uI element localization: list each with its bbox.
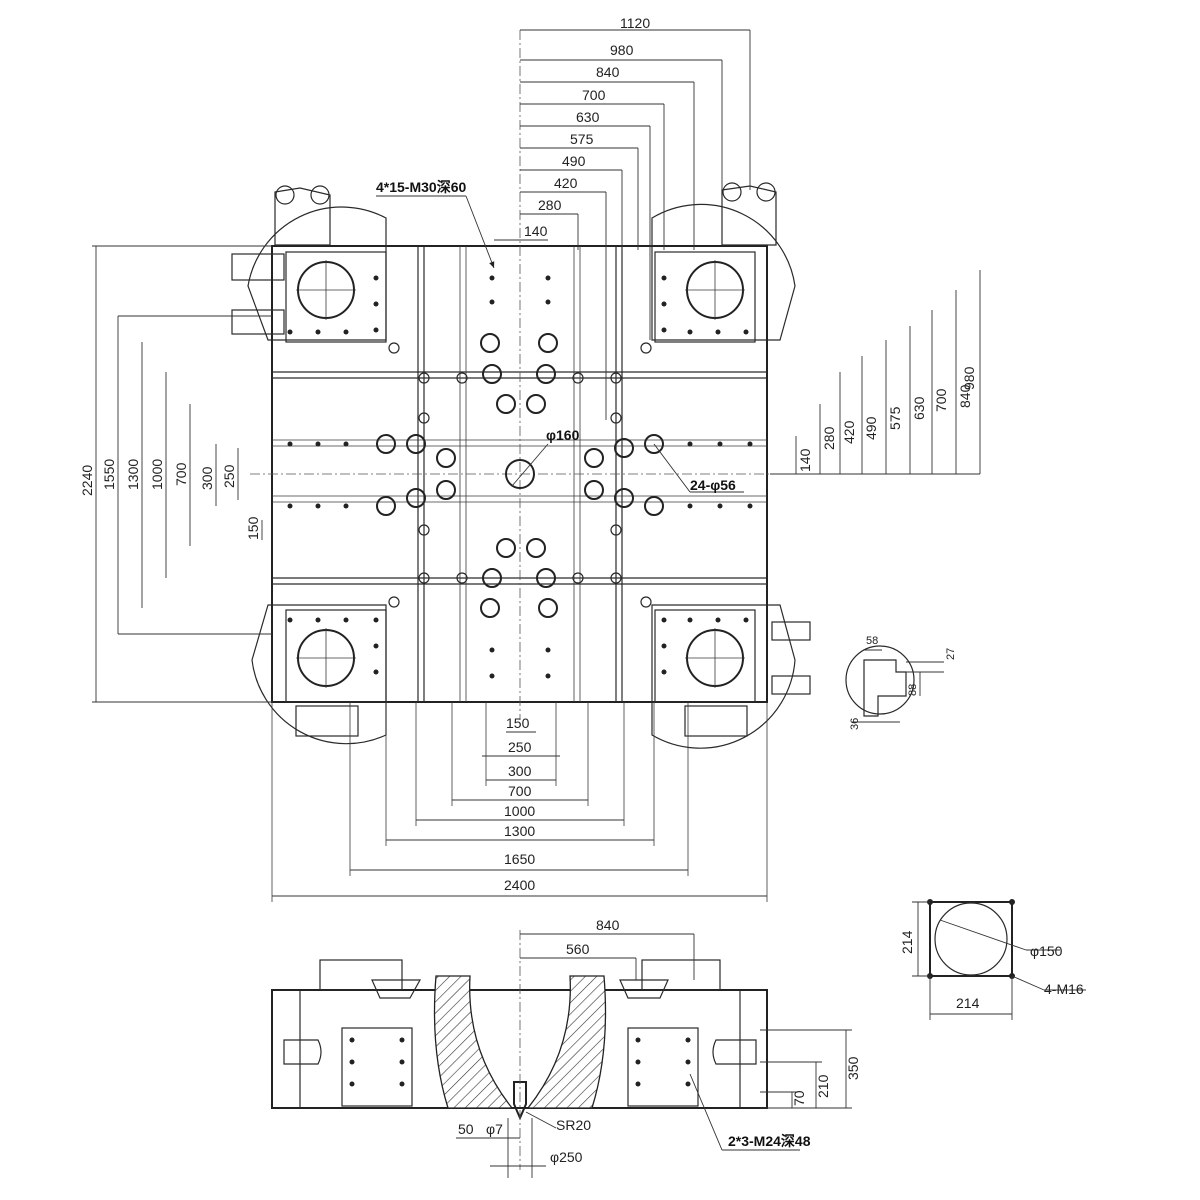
corner-boss-tl <box>231 185 387 343</box>
svg-text:φ150: φ150 <box>1030 943 1063 959</box>
svg-text:1300: 1300 <box>125 459 141 490</box>
dim-630: 630 <box>576 109 600 125</box>
section-hatch-left <box>433 975 514 1109</box>
svg-text:140: 140 <box>797 448 813 472</box>
dim-980: 980 <box>610 42 634 58</box>
svg-text:280: 280 <box>821 426 837 450</box>
svg-text:1300: 1300 <box>504 823 535 839</box>
svg-text:1000: 1000 <box>149 459 165 490</box>
svg-text:840: 840 <box>957 384 973 408</box>
plate-detail: 214 214 φ150 4-M16 <box>899 899 1086 1020</box>
svg-text:4-M16: 4-M16 <box>1044 981 1084 997</box>
svg-text:φ250: φ250 <box>550 1149 583 1165</box>
svg-text:88: 88 <box>907 684 919 696</box>
callout-thread-top: 4*15-M30深60 <box>376 179 495 269</box>
corner-boss-tr <box>651 182 796 343</box>
svg-text:700: 700 <box>933 388 949 412</box>
svg-text:2240: 2240 <box>79 465 95 496</box>
locating-pins <box>388 342 652 608</box>
svg-text:300: 300 <box>199 466 215 490</box>
center-bore <box>505 459 535 489</box>
svg-text:1000: 1000 <box>504 803 535 819</box>
corner-boss-bl <box>251 604 387 745</box>
dim-575: 575 <box>570 131 594 147</box>
nozzle <box>513 1081 527 1121</box>
svg-text:1650: 1650 <box>504 851 535 867</box>
svg-text:50: 50 <box>458 1121 474 1137</box>
svg-text:250: 250 <box>221 464 237 488</box>
corner-boss-br <box>651 604 811 749</box>
mounting-holes-56 <box>376 333 664 618</box>
callout-center: φ160 <box>511 427 580 487</box>
svg-text:24-φ56: 24-φ56 <box>690 477 736 493</box>
top-view-platen <box>231 30 811 749</box>
bottom-dimension-stack: 150 250 300 700 1000 1300 1650 2400 <box>271 702 768 902</box>
dim-840: 840 <box>596 64 620 80</box>
tapped-holes <box>287 275 753 679</box>
svg-text:250: 250 <box>508 739 532 755</box>
svg-text:700: 700 <box>508 783 532 799</box>
svg-text:980: 980 <box>961 366 977 390</box>
top-dimension-stack: 1120 980 840 700 630 575 490 420 280 140 <box>494 15 751 420</box>
svg-text:420: 420 <box>841 420 857 444</box>
svg-text:210: 210 <box>815 1074 831 1098</box>
svg-text:350: 350 <box>845 1056 861 1080</box>
right-dimension-stack: 140 280 420 490 575 630 700 840 980 <box>770 270 981 475</box>
section-hatch-right <box>526 975 607 1109</box>
svg-text:630: 630 <box>911 396 927 420</box>
svg-text:SR20: SR20 <box>556 1117 591 1133</box>
svg-text:58: 58 <box>866 635 878 647</box>
dim-1120: 1120 <box>620 15 650 31</box>
dim-490: 490 <box>562 153 586 169</box>
svg-text:27: 27 <box>945 648 957 660</box>
svg-text:214: 214 <box>899 930 915 954</box>
key-detail: 58 27 88 36 <box>845 635 957 730</box>
svg-text:700: 700 <box>173 462 189 486</box>
dim-140: 140 <box>524 223 548 239</box>
left-dimension-stack: 2240 1550 1300 1000 700 300 250 150 <box>79 245 272 703</box>
svg-text:490: 490 <box>863 416 879 440</box>
svg-text:φ160: φ160 <box>546 427 580 443</box>
svg-text:214: 214 <box>956 995 980 1011</box>
dim-420: 420 <box>554 175 578 191</box>
svg-text:4*15-M30深60: 4*15-M30深60 <box>376 179 466 195</box>
side-view-dims: 840 560 350 210 70 50 φ7 SR20 φ250 2*3-M… <box>456 917 861 1178</box>
svg-text:2*3-M24深48: 2*3-M24深48 <box>728 1133 811 1149</box>
callout-holes: 24-φ56 <box>653 443 744 493</box>
svg-text:150: 150 <box>245 516 261 540</box>
svg-text:840: 840 <box>596 917 620 933</box>
svg-text:575: 575 <box>887 406 903 430</box>
side-view <box>271 930 768 1170</box>
svg-text:36: 36 <box>849 718 861 730</box>
svg-text:150: 150 <box>506 715 530 731</box>
svg-text:2400: 2400 <box>504 877 535 893</box>
dim-700: 700 <box>582 87 606 103</box>
svg-text:560: 560 <box>566 941 590 957</box>
dim-280: 280 <box>538 197 562 213</box>
svg-text:1550: 1550 <box>101 459 117 490</box>
svg-text:70: 70 <box>791 1090 807 1106</box>
svg-text:300: 300 <box>508 763 532 779</box>
svg-text:φ7: φ7 <box>486 1121 503 1137</box>
